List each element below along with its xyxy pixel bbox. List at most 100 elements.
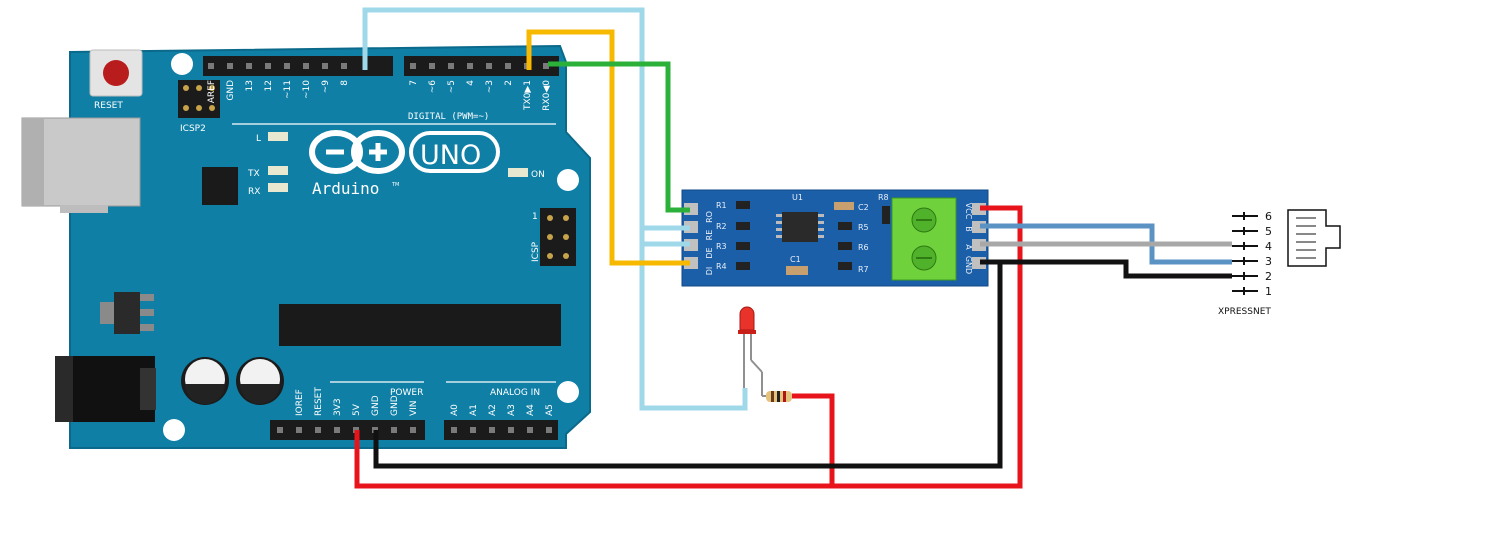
component-label: R4: [716, 262, 727, 271]
digital-pin-hole: [410, 63, 416, 69]
digital-pin-label: TX0▶1: [523, 80, 533, 111]
power-pin-hole: [334, 427, 340, 433]
icsp-header: [540, 208, 576, 266]
wires: [354, 7, 1232, 489]
power-header: [270, 420, 425, 440]
digital-pin-label: 8: [340, 80, 350, 86]
arduino-logo: [309, 130, 500, 174]
power-label: POWER: [390, 388, 423, 398]
led-rx: [268, 183, 288, 192]
digital-pin-label: ~6: [428, 80, 438, 94]
digital-pin-label: 12: [264, 80, 274, 91]
arduino-brand-text: Arduino: [312, 179, 379, 198]
wire-light-blue-d9: [362, 7, 690, 231]
analog-pin-hole: [470, 427, 476, 433]
analog-header: [444, 420, 558, 440]
reset-button[interactable]: [89, 49, 143, 97]
trademark-text: TM: [391, 182, 399, 188]
connector-pin-label: 4: [1265, 240, 1272, 253]
icsp2-label: ICSP2: [180, 124, 206, 134]
digital-pin-label: RX0◀0: [542, 80, 552, 111]
mounting-hole: [163, 419, 185, 441]
digital-pin-hole: [284, 63, 290, 69]
digital-pin-label: ~5: [447, 80, 457, 93]
atmega-chip: [279, 304, 561, 346]
mounting-hole: [557, 169, 579, 191]
digital-pin-label: ~9: [321, 80, 331, 94]
digital-pin-hole: [543, 63, 549, 69]
power-pin-hole: [410, 427, 416, 433]
max485-chip: [782, 212, 818, 242]
digital-header: [203, 56, 559, 76]
digital-pin-label: GND: [226, 80, 236, 101]
digital-pin-hole: [322, 63, 328, 69]
led-l-label: L: [256, 134, 261, 144]
analog-pin-hole: [451, 427, 457, 433]
wire-red-resistor: [792, 393, 835, 486]
digital-pin-hole: [265, 63, 271, 69]
power-pin-label: 5V: [352, 403, 362, 416]
wire-light-blue-led: [639, 228, 748, 411]
led-on: [508, 168, 528, 177]
analog-pin-label: A2: [488, 404, 498, 416]
mounting-hole: [171, 53, 193, 75]
component-label: R2: [716, 222, 727, 231]
analog-pin-hole: [527, 427, 533, 433]
reset-label: RESET: [94, 101, 123, 111]
digital-pin-label: 13: [245, 80, 255, 91]
wire-yellow-tx: [526, 29, 690, 266]
voltage-regulator: [100, 292, 154, 334]
rs485-left-pin-label: DI: [705, 267, 714, 276]
component-label: U1: [792, 193, 803, 202]
digital-pin-hole: [303, 63, 309, 69]
analog-pin-hole: [489, 427, 495, 433]
digital-pin-label: ~3: [485, 80, 495, 93]
rs485-right-pin-label: VCC: [964, 203, 973, 220]
mounting-hole: [557, 381, 579, 403]
component-label: C2: [858, 203, 869, 212]
rs485-left-pin-label: DE: [705, 247, 714, 258]
rs485-right-pin-label: A: [964, 244, 973, 250]
rs485-right-pin-label: GND: [964, 256, 973, 274]
digital-pin-label: 4: [466, 80, 476, 86]
small-chip: [202, 167, 238, 205]
digital-pin-hole: [246, 63, 252, 69]
power-pin-hole: [296, 427, 302, 433]
component-label: R6: [858, 243, 869, 252]
component-label: C1: [790, 255, 801, 264]
connector-pin-label: 6: [1265, 210, 1272, 223]
digital-pin-label: ~10: [302, 80, 312, 99]
icsp-pin1-mark: 1: [532, 212, 538, 222]
connector-pin-label: 5: [1265, 225, 1272, 238]
digital-pin-label: 7: [409, 80, 419, 86]
digital-pin-label: AREF: [207, 80, 217, 103]
digital-pin-hole: [208, 63, 214, 69]
resistor: [762, 391, 792, 402]
power-pin-label: VIN: [409, 400, 419, 416]
led-rx-label: RX: [248, 187, 260, 197]
led-on-label: ON: [531, 170, 545, 180]
digital-pin-hole: [448, 63, 454, 69]
component-label: R3: [716, 242, 727, 251]
led-tx: [268, 166, 288, 175]
digital-pin-hole: [505, 63, 511, 69]
icsp-label: ICSP: [531, 241, 541, 262]
component-label: R5: [858, 223, 869, 232]
digital-pin-hole: [341, 63, 347, 69]
rs485-right-pin-label: B: [964, 226, 973, 232]
wire-red-5v: [354, 205, 1023, 489]
power-pin-label: IOREF: [295, 389, 305, 416]
connector-brand: XPRESSNET: [1218, 307, 1271, 317]
connector-pin-label: 1: [1265, 285, 1272, 298]
power-pin-label: GND: [390, 395, 400, 416]
analog-pin-hole: [546, 427, 552, 433]
component-label: R1: [716, 201, 727, 210]
power-pin-label: RESET: [314, 387, 324, 416]
digital-pin-hole: [467, 63, 473, 69]
connector-pin-label: 2: [1265, 270, 1272, 283]
